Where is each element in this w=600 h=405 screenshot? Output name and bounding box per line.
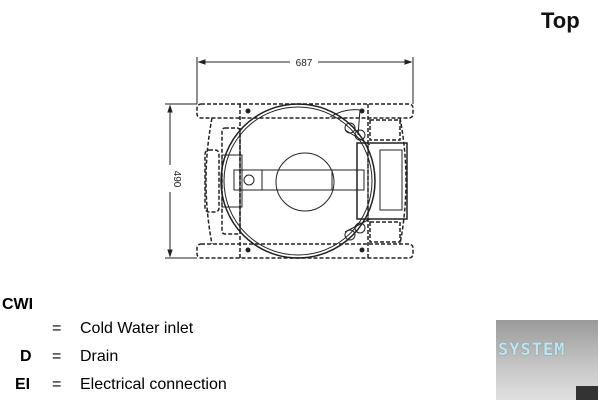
dim-depth-label: 490 xyxy=(171,171,182,188)
legend-code-d: D xyxy=(20,348,32,365)
frame-outline xyxy=(196,103,414,259)
inner-circle xyxy=(275,152,335,212)
legend-code-cwi: CWI xyxy=(2,296,34,313)
legend-sep: = xyxy=(52,320,62,337)
logo-text: SYSTEM xyxy=(498,340,566,360)
view-title: Top xyxy=(541,8,580,33)
left-bracket xyxy=(221,154,243,208)
system-logo: SYSTEM xyxy=(496,320,598,400)
legend-sep: = xyxy=(52,376,62,393)
top-view-drawing: 687 490 xyxy=(165,57,414,259)
legend-code-ei: EI xyxy=(15,376,31,393)
basin-circle xyxy=(220,103,376,259)
dim-width-label: 687 xyxy=(296,58,313,69)
legend-sep: = xyxy=(52,348,62,365)
legend-desc-d: Drain xyxy=(80,348,119,365)
legend-desc-ei: Electrical connection xyxy=(80,376,227,393)
right-unit xyxy=(356,142,408,220)
legend-desc-cwi: Cold Water inlet xyxy=(80,320,194,337)
logo-badge xyxy=(576,386,598,400)
